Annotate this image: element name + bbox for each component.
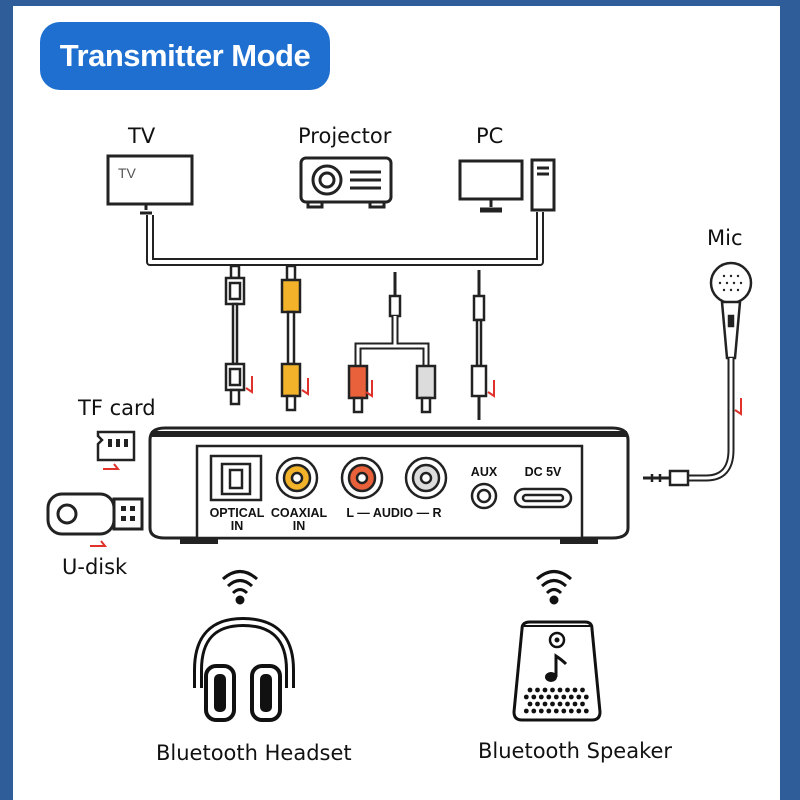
- speaker-grille-dot: [568, 708, 574, 714]
- speaker-grille-dot: [572, 687, 578, 693]
- wireless-signal-icon: [536, 570, 572, 605]
- speaker-grille: [523, 687, 589, 714]
- speaker-grille-dot: [538, 708, 544, 714]
- speaker-grille-dot: [531, 694, 537, 700]
- music-note-icon: [545, 653, 568, 682]
- speaker-grille-dot: [553, 708, 559, 714]
- speaker-grille-dot: [572, 701, 578, 707]
- speaker-grille-dot: [523, 694, 529, 700]
- optical-port: [209, 454, 263, 502]
- u-disk-label: U-disk: [62, 555, 128, 579]
- aux-cable: [470, 270, 488, 420]
- frame-right-border: [780, 0, 800, 800]
- speaker-grille-dot: [538, 694, 544, 700]
- frame-left-border: [0, 0, 13, 800]
- speaker-grille-dot: [542, 687, 548, 693]
- rca-audio-cable: [347, 272, 437, 414]
- audio-lr-label: L — AUDIO — R: [346, 506, 442, 520]
- coaxial-in-label-line2: IN: [292, 519, 306, 533]
- coaxial-in-label: COAXIAL IN: [268, 507, 330, 533]
- speaker-grille-dot: [542, 701, 548, 707]
- title-badge: Transmitter Mode: [40, 22, 330, 90]
- speaker-grille-dot: [546, 694, 552, 700]
- dc-5v-label: DC 5V: [524, 465, 562, 479]
- optical-in-label-line2: IN: [230, 519, 244, 533]
- speaker-grille-dot: [580, 687, 585, 693]
- speaker-grille-dot: [535, 701, 540, 707]
- insert-arrows: [90, 376, 742, 547]
- mic-label: Mic: [707, 226, 743, 250]
- aux-label: AUX: [470, 465, 498, 479]
- tv-label: TV: [128, 124, 156, 148]
- coaxial-port: [275, 456, 319, 500]
- u-disk-icon: [46, 492, 144, 536]
- speaker-icon: [512, 620, 602, 722]
- speaker-grille-dot: [561, 708, 567, 714]
- mic-icon: [643, 261, 753, 487]
- speaker-grille-dot: [527, 701, 533, 707]
- optical-cable: [224, 264, 246, 406]
- optical-in-label-line1: OPTICAL: [209, 506, 265, 520]
- speaker-grille-dot: [557, 687, 563, 693]
- audio-left-port: [340, 456, 384, 500]
- tv-screen-text: TV: [118, 165, 137, 181]
- optical-in-label: OPTICAL IN: [206, 507, 268, 533]
- pc-icon: [458, 158, 556, 213]
- speaker-grille-dot: [550, 687, 555, 693]
- speaker-grille-dot: [576, 708, 582, 714]
- tv-icon: TV: [106, 154, 194, 215]
- tf-card-label: TF card: [78, 396, 156, 420]
- coaxial-cable: [280, 264, 302, 412]
- wireless-signal-icon: [222, 570, 258, 605]
- bluetooth-speaker-label: Bluetooth Speaker: [478, 739, 673, 763]
- projector-label: Projector: [298, 124, 392, 148]
- audio-right-port: [404, 456, 448, 500]
- speaker-grille-dot: [583, 694, 589, 700]
- headset-icon: [193, 616, 295, 722]
- frame-top-border: [0, 0, 800, 6]
- speaker-grille-dot: [576, 694, 582, 700]
- speaker-grille-dot: [550, 701, 555, 707]
- source-cable-bus: [146, 212, 544, 266]
- speaker-grille-dot: [546, 708, 552, 714]
- speaker-grille-dot: [557, 701, 563, 707]
- tf-card-icon: [96, 430, 136, 462]
- speaker-grille-dot: [535, 687, 540, 693]
- speaker-grille-dot: [527, 687, 533, 693]
- speaker-grille-dot: [553, 694, 559, 700]
- projector-icon: [299, 156, 393, 209]
- speaker-grille-dot: [561, 694, 567, 700]
- coaxial-in-label-line1: COAXIAL: [270, 506, 328, 520]
- aux-port: [470, 482, 498, 510]
- speaker-grille-dot: [523, 708, 529, 714]
- speaker-grille-dot: [565, 701, 570, 707]
- pc-label: PC: [476, 124, 504, 148]
- speaker-grille-dot: [583, 708, 589, 714]
- dc-5v-port: [513, 487, 573, 509]
- speaker-grille-dot: [568, 694, 574, 700]
- speaker-grille-dot: [531, 708, 537, 714]
- speaker-grille-dot: [565, 687, 570, 693]
- speaker-grille-dot: [580, 701, 585, 707]
- bluetooth-headset-label: Bluetooth Headset: [156, 741, 352, 765]
